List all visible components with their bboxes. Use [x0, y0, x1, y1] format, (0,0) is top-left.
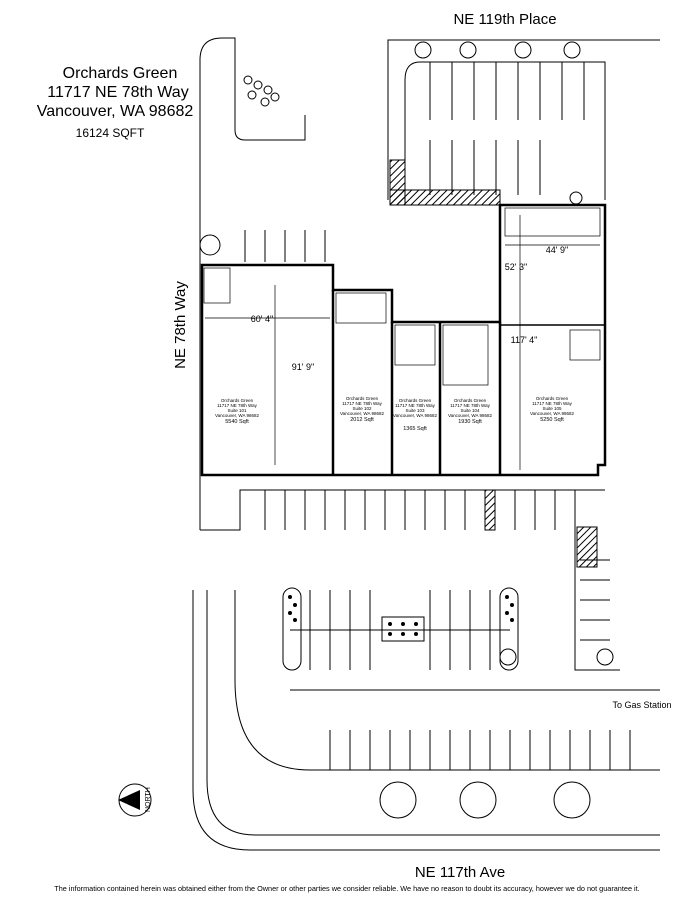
dim-suite105-depth: 117' 4" — [511, 335, 538, 345]
svg-text:Vancouver, WA 98682: Vancouver, WA 98682 — [393, 413, 438, 418]
title-area: 16124 SQFT — [76, 126, 145, 140]
front-parking-stalls — [264, 490, 610, 641]
svg-text:Vancouver, WA 98682: Vancouver, WA 98682 — [340, 411, 385, 416]
svg-text:Suite 104: Suite 104 — [460, 408, 480, 413]
svg-text:11717 NE 78th Way: 11717 NE 78th Way — [450, 403, 491, 408]
svg-text:Orchards Green: Orchards Green — [346, 396, 379, 401]
street-west: NE 78th Way — [172, 281, 189, 369]
svg-text:Vancouver, WA 98682: Vancouver, WA 98682 — [215, 413, 260, 418]
svg-text:11717 NE 78th Way: 11717 NE 78th Way — [532, 401, 573, 406]
west-curb — [199, 37, 306, 530]
svg-text:2012 Sqft: 2012 Sqft — [350, 417, 374, 423]
title-city: Vancouver, WA 98682 — [37, 103, 194, 120]
suite-104-label: Orchards Green 11717 NE 78th Way Suite 1… — [448, 398, 493, 425]
suite-105-label: Orchards Green 11717 NE 78th Way Suite 1… — [530, 396, 575, 423]
suite-103-label: Orchards Green 11717 NE 78th Way Suite 1… — [393, 398, 438, 432]
svg-text:11717 NE 78th Way: 11717 NE 78th Way — [342, 401, 383, 406]
svg-text:1930 Sqft: 1930 Sqft — [458, 419, 482, 425]
svg-text:Vancouver, WA 98682: Vancouver, WA 98682 — [530, 411, 575, 416]
title-name: Orchards Green — [63, 65, 178, 82]
street-north: NE 119th Place — [453, 11, 556, 28]
building — [200, 203, 607, 477]
dim-suite105-upper: 52' 3" — [505, 262, 527, 272]
svg-text:Suite 101: Suite 101 — [227, 408, 247, 413]
svg-text:Suite 102: Suite 102 — [352, 406, 372, 411]
svg-text:11717 NE 78th Way: 11717 NE 78th Way — [217, 403, 258, 408]
suite-101-label: Orchards Green 11717 NE 78th Way Suite 1… — [215, 398, 260, 425]
svg-text:Vancouver, WA 98682: Vancouver, WA 98682 — [448, 413, 493, 418]
svg-text:11717 NE 78th Way: 11717 NE 78th Way — [395, 403, 436, 408]
dim-suite105-width: 44' 9" — [546, 245, 568, 255]
island-stalls — [309, 590, 491, 670]
north-arrow-icon: NORTH — [118, 783, 152, 817]
disclaimer: The information contained herein was obt… — [54, 884, 639, 893]
south-parking-stalls — [329, 730, 631, 770]
title-address: 11717 NE 78th Way — [47, 84, 188, 101]
south-curb — [192, 590, 660, 851]
dim-suite101-width: 60' 4" — [251, 314, 273, 324]
suite-102-label: Orchards Green 11717 NE 78th Way Suite 1… — [340, 396, 385, 423]
svg-text:Orchards Green: Orchards Green — [536, 396, 569, 401]
svg-text:1365 Sqft: 1365 Sqft — [403, 426, 427, 432]
trees — [199, 41, 614, 819]
street-south: NE 117th Ave — [415, 864, 505, 881]
svg-text:Orchards Green: Orchards Green — [221, 398, 254, 403]
svg-text:5250 Sqft: 5250 Sqft — [540, 417, 564, 423]
north-parking-curb — [387, 39, 660, 200]
svg-text:Orchards Green: Orchards Green — [399, 398, 432, 403]
svg-text:Suite 103: Suite 103 — [405, 408, 425, 413]
svg-text:Orchards Green: Orchards Green — [454, 398, 487, 403]
gas-station-label: To Gas Station — [612, 700, 671, 710]
north-parking-stalls — [244, 62, 585, 262]
dim-depth: 91' 9" — [292, 362, 314, 372]
svg-text:5540 Sqft: 5540 Sqft — [225, 419, 249, 425]
north-label: NORTH — [145, 787, 152, 812]
svg-text:Suite 105: Suite 105 — [542, 406, 562, 411]
